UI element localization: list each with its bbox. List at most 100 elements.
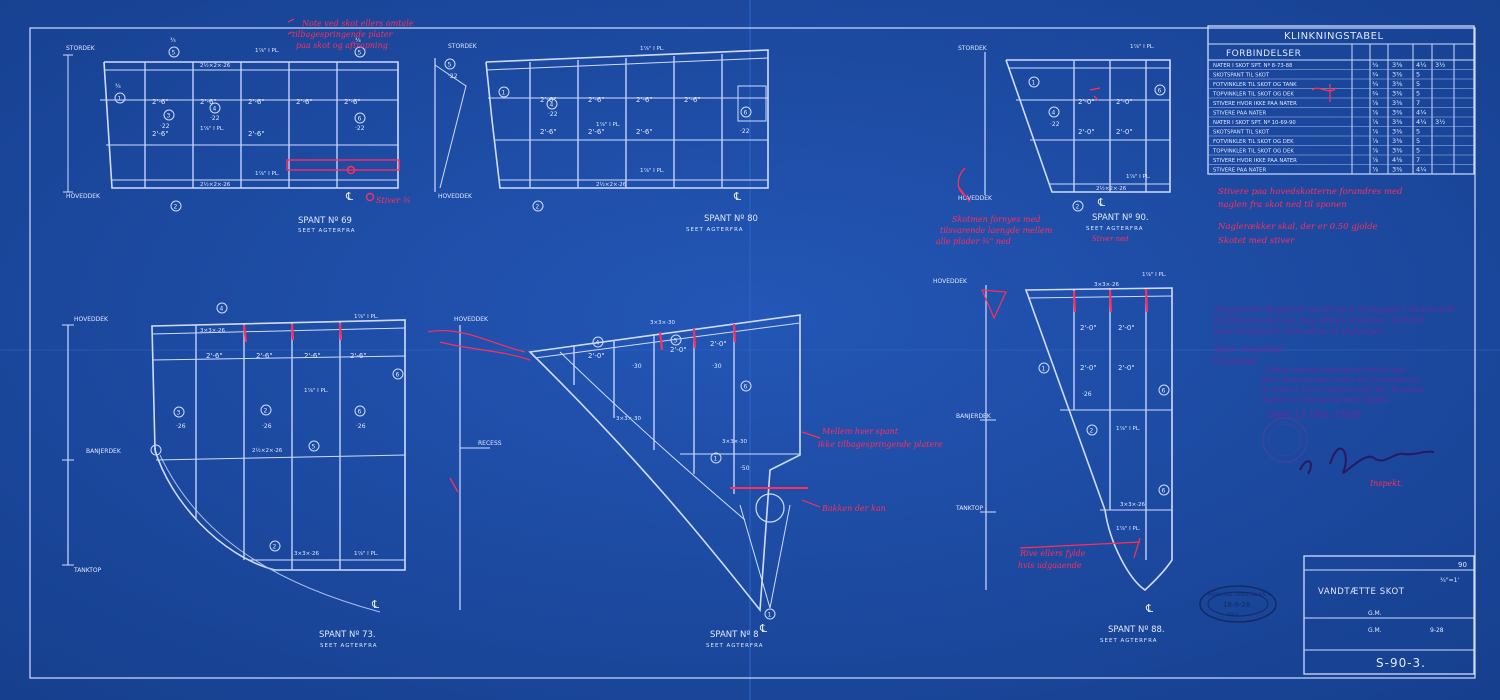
dim-plate: 1⅞" I PL. — [640, 168, 665, 174]
table-cell: ¾ — [1372, 90, 1379, 98]
dim-thickness: ·22 — [355, 125, 365, 132]
red-annotation: tilsvarende laengde mellem — [940, 226, 1053, 235]
deck-label-bottom: TANKTOP — [73, 567, 102, 574]
dim-thickness: ·26 — [1082, 391, 1092, 398]
table-row-label: SKOTSPANT TIL SKOT — [1213, 130, 1270, 136]
view-subtitle: SEET AGTERFRA — [298, 228, 355, 234]
table-cell: ⅞ — [1372, 99, 1379, 107]
deck-label-mid: RECESS — [478, 440, 502, 447]
dim-spacing: 2'-0" — [1078, 128, 1095, 136]
table-cell: ⅞ — [1372, 128, 1379, 136]
table-row-label: NATER I SKOT SPT. Nº 10-69-90 — [1213, 119, 1296, 126]
table-cell: 3⅜ — [1392, 99, 1403, 107]
view-title: SPANT Nº 88. — [1108, 625, 1165, 635]
red-notes-right: Stivere paa hovedskotterne forandres med… — [1217, 187, 1403, 246]
circle-marker: 5 — [312, 444, 316, 451]
circle-marker: 2 — [1090, 428, 1094, 435]
circle-marker: 6 — [358, 116, 362, 123]
table-cell: 4¼ — [1416, 118, 1427, 126]
red-annotation: Bakken der kan — [821, 504, 886, 513]
circle-marker: 2 — [264, 408, 268, 415]
centerline-mark: ℄ — [1097, 196, 1105, 209]
dim-spacing: 2'-6" — [248, 98, 265, 106]
deck-label-top: HOVEDDEK — [933, 278, 968, 285]
centerline-mark: ℄ — [759, 622, 767, 635]
stamp-text: OSLO — [1227, 612, 1240, 618]
dim-plate: 1⅞" I PL. — [354, 314, 379, 320]
dim-rivet: ¾ — [355, 37, 361, 44]
view-spant-80: STORDEK HOVEDDEK 2'-6" 2'-6" 2'-6" 2'-6"… — [434, 43, 769, 233]
table-cell: 3⅜ — [1392, 128, 1403, 136]
red-annotation: Stivere paa hovedskotterne forandres med — [1218, 187, 1403, 197]
deck-label-mid: BANJERDEK — [86, 448, 122, 455]
circle-marker: 5 — [448, 62, 452, 69]
table-cell: ¾ — [1372, 71, 1379, 79]
deck-label-bottom: HOVEDDEK — [958, 195, 993, 202]
dim-spacing: 2'-6" — [256, 352, 273, 360]
round-seal — [1262, 417, 1308, 463]
circle-marker: 6 — [396, 372, 400, 379]
circle-marker: 1 — [1032, 80, 1036, 87]
drawing-scale: ¾"=1' — [1440, 577, 1459, 584]
deck-label-mid: BANJERDEK — [956, 413, 992, 420]
centerline-mark: ℄ — [345, 190, 353, 203]
approval-script: til dimensioner saa maa dimen fordeles i… — [1214, 316, 1424, 326]
circle-marker: 6 — [744, 384, 748, 391]
red-annotation: Mellem hver spant — [821, 427, 899, 436]
red-annotation: Stiver ¾ — [376, 196, 411, 205]
table-cell: 3⅜ — [1392, 71, 1403, 79]
circle-marker: 2 — [174, 204, 178, 211]
circle-marker: 4 — [213, 106, 217, 113]
view-subtitle: SEET AGTERFRA — [686, 227, 743, 233]
view-subtitle: SEET AGTERFRA — [706, 643, 763, 649]
table-cell: 3⅜ — [1392, 80, 1403, 88]
approval-script: Inspektør — [1213, 357, 1259, 367]
dim-thickness: ·22 — [548, 111, 558, 118]
drawing-number: S-90-3. — [1376, 656, 1426, 670]
circle-marker: 1 — [154, 448, 158, 455]
table-cell: 5 — [1416, 90, 1420, 98]
approval-text: at vegtene faaes indsigter efter de i Re… — [1262, 386, 1424, 394]
table-cell: 3⅜ — [1392, 137, 1403, 145]
table-cell: 4¼ — [1416, 166, 1427, 174]
table-cell: 3½ — [1435, 118, 1445, 126]
table-row-label: TOPVINKLER TIL SKOT OG DEK — [1212, 92, 1294, 98]
dim-spacing: 2'-0" — [1116, 128, 1133, 136]
table-row-label: NATER I SKOT SPT. Nº 8-73-88 — [1213, 62, 1293, 69]
table-cell: 7 — [1416, 156, 1420, 164]
circle-marker: 5 — [674, 338, 678, 345]
dim-angle: 2½×2×·26 — [200, 181, 231, 188]
table-title: KLINKNINGSTABEL — [1284, 31, 1384, 42]
view-spant-90: STORDEK HOVEDDEK 2'-0" 2'-0" 2'-0" 2'-0"… — [936, 44, 1171, 246]
view-title: SPANT Nº 90. — [1092, 213, 1149, 223]
circle-marker: 2 — [536, 204, 540, 211]
table-cell: 7 — [1416, 99, 1420, 107]
dim-plate: 1⅞" I PL. — [1126, 174, 1151, 180]
table-cell: 3⅜ — [1392, 118, 1403, 126]
dim-spacing: 2'-6" — [588, 128, 605, 136]
circle-marker: 1 — [118, 96, 122, 103]
dim-spacing: 2'-0" — [1078, 98, 1095, 106]
dim-thickness: ·22 — [210, 115, 220, 122]
round-seal-inner — [1268, 423, 1302, 457]
dim-spacing: 2'-6" — [588, 96, 605, 104]
dim-spacing: 2'-6" — [206, 352, 223, 360]
table-cell: 5 — [1416, 137, 1420, 145]
dim-thickness: ·50 — [740, 465, 750, 472]
table-cell: 3½ — [1435, 61, 1445, 69]
approval-text: Denne tegning approberes med de paa- — [1265, 366, 1407, 374]
dim-thickness: ·26 — [262, 423, 272, 430]
table-cell: 3⅜ — [1392, 109, 1403, 117]
red-annotation: Stiver ned — [1092, 235, 1129, 243]
signature — [1329, 447, 1435, 474]
dim-plate: 1⅞" I PL. — [1142, 272, 1167, 278]
dim-rivet: ¾ — [170, 37, 176, 44]
dim-angle: 3×3×·26 — [294, 551, 319, 557]
dim-plate: 1⅞" I PL. — [1130, 44, 1155, 50]
dim-spacing: 2'-6" — [152, 130, 169, 138]
circle-marker: 2 — [273, 544, 277, 551]
red-annotation: Inspekt. — [1369, 479, 1403, 488]
table-cell: ⅞ — [1372, 166, 1379, 174]
deck-label-top: STORDEK — [958, 45, 988, 52]
dim-plate: 1⅞" I PL. — [1116, 526, 1141, 532]
